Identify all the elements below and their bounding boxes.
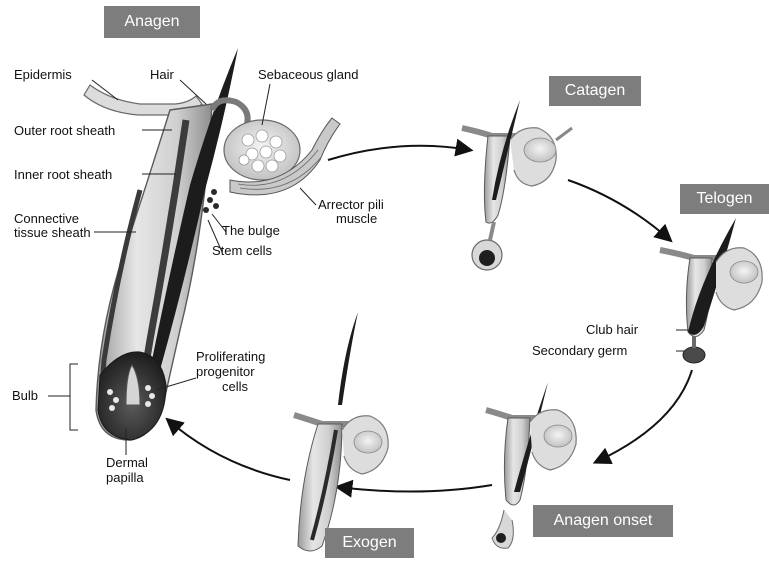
label-club-hair: Club hair — [586, 323, 638, 337]
label-stem-cells: Stem cells — [212, 244, 272, 258]
arrow-telogen-to-anagen-onset — [596, 370, 692, 462]
arrow-anagen-onset-to-exogen — [338, 485, 492, 492]
label-the-bulge: The bulge — [222, 224, 280, 238]
label-bulb: Bulb — [12, 389, 38, 403]
label-proliferating-1: Proliferating — [196, 350, 265, 364]
stage-label-anagen-onset: Anagen onset — [533, 505, 673, 537]
label-epidermis: Epidermis — [14, 68, 72, 82]
label-connective-tissue-sheath-2: tissue sheath — [14, 226, 91, 240]
label-dermal-papilla-1: Dermal — [106, 456, 148, 470]
arrow-exogen-to-anagen — [168, 420, 290, 480]
label-connective-tissue-sheath-1: Connective — [14, 212, 79, 226]
label-hair: Hair — [150, 68, 174, 82]
stage-label-anagen: Anagen — [104, 6, 200, 38]
label-arrector-pili-2: muscle — [336, 212, 377, 226]
label-secondary-germ: Secondary germ — [532, 344, 627, 358]
stage-label-catagen: Catagen — [549, 76, 641, 106]
stem-cell-dots — [203, 189, 219, 213]
shed-hair — [338, 312, 358, 405]
exogen-follicle — [294, 312, 388, 551]
label-sebaceous-gland: Sebaceous gland — [258, 68, 358, 82]
cycle-arrows — [168, 146, 692, 492]
label-outer-root-sheath: Outer root sheath — [14, 124, 115, 138]
label-inner-root-sheath: Inner root sheath — [14, 168, 112, 182]
stage-label-exogen: Exogen — [325, 528, 414, 558]
label-proliferating-3: cells — [222, 380, 248, 394]
arrow-anagen-to-catagen — [328, 146, 470, 160]
label-dermal-papilla-2: papilla — [106, 471, 144, 485]
catagen-follicle — [462, 100, 572, 270]
telogen-follicle — [660, 218, 762, 363]
label-arrector-pili-1: Arrector pili — [318, 198, 384, 212]
arrow-catagen-to-telogen — [568, 180, 670, 240]
stage-label-telogen: Telogen — [680, 184, 769, 214]
label-proliferating-2: progenitor — [196, 365, 255, 379]
